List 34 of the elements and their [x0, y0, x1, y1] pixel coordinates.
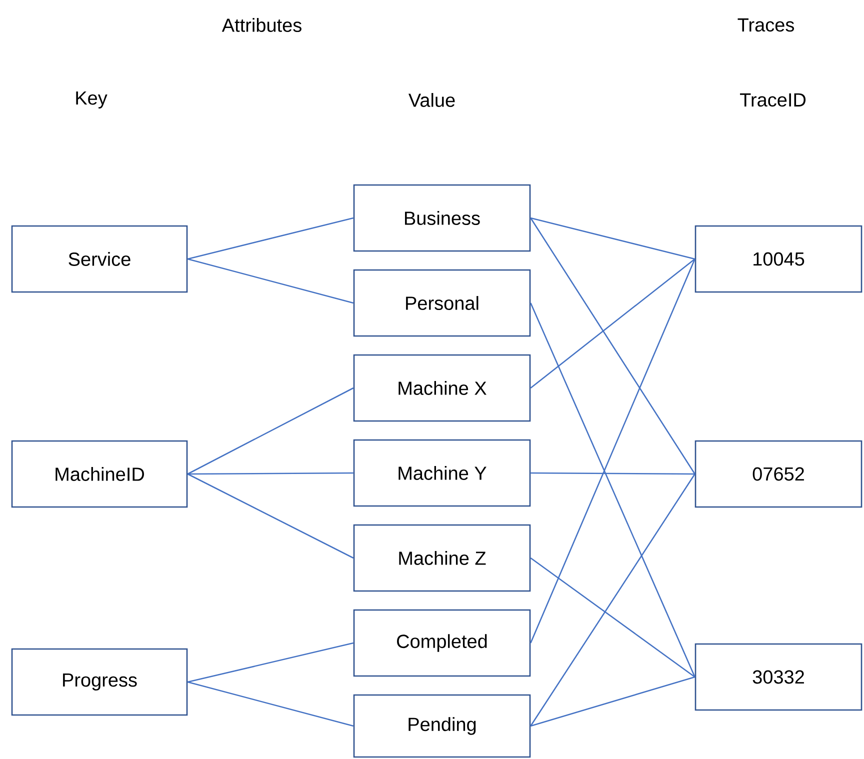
text-box: 10045: [694, 225, 862, 293]
text-box: Machine Y: [353, 439, 531, 507]
column-heading: Traces: [738, 18, 794, 32]
text-box: 07652: [694, 440, 862, 508]
connector-line: [530, 557, 696, 678]
connector-line: [530, 217, 696, 260]
connector-line: [530, 258, 696, 644]
connector-line: [530, 218, 696, 474]
connector-line: [187, 473, 354, 559]
connector-line: [530, 302, 696, 678]
connector-line: [530, 258, 696, 388]
connector-line: [188, 681, 354, 727]
text-box: Completed: [353, 609, 531, 677]
connector-line: [188, 472, 354, 475]
text-box: Machine X: [353, 354, 531, 422]
column-heading: Attributes: [222, 18, 302, 32]
connector-line: [530, 676, 696, 727]
text-box: Progress: [11, 648, 188, 716]
text-box: MachineID: [11, 440, 188, 508]
connector-line: [530, 474, 696, 726]
column-heading: Key: [76, 92, 108, 108]
text-box: Service: [11, 225, 188, 293]
text-box: Pending: [353, 694, 531, 758]
text-box: Business: [353, 184, 531, 252]
connector-line: [188, 217, 354, 260]
connector-line: [187, 387, 354, 475]
text-box: 30332: [694, 643, 862, 711]
connector-line: [530, 472, 695, 475]
column-heading: TraceID: [740, 93, 806, 107]
column-heading: Value: [408, 93, 455, 107]
text-box: Machine Z: [353, 524, 531, 592]
text-box: Personal: [353, 269, 531, 337]
connector-line: [188, 258, 354, 304]
connector-line: [188, 642, 354, 683]
